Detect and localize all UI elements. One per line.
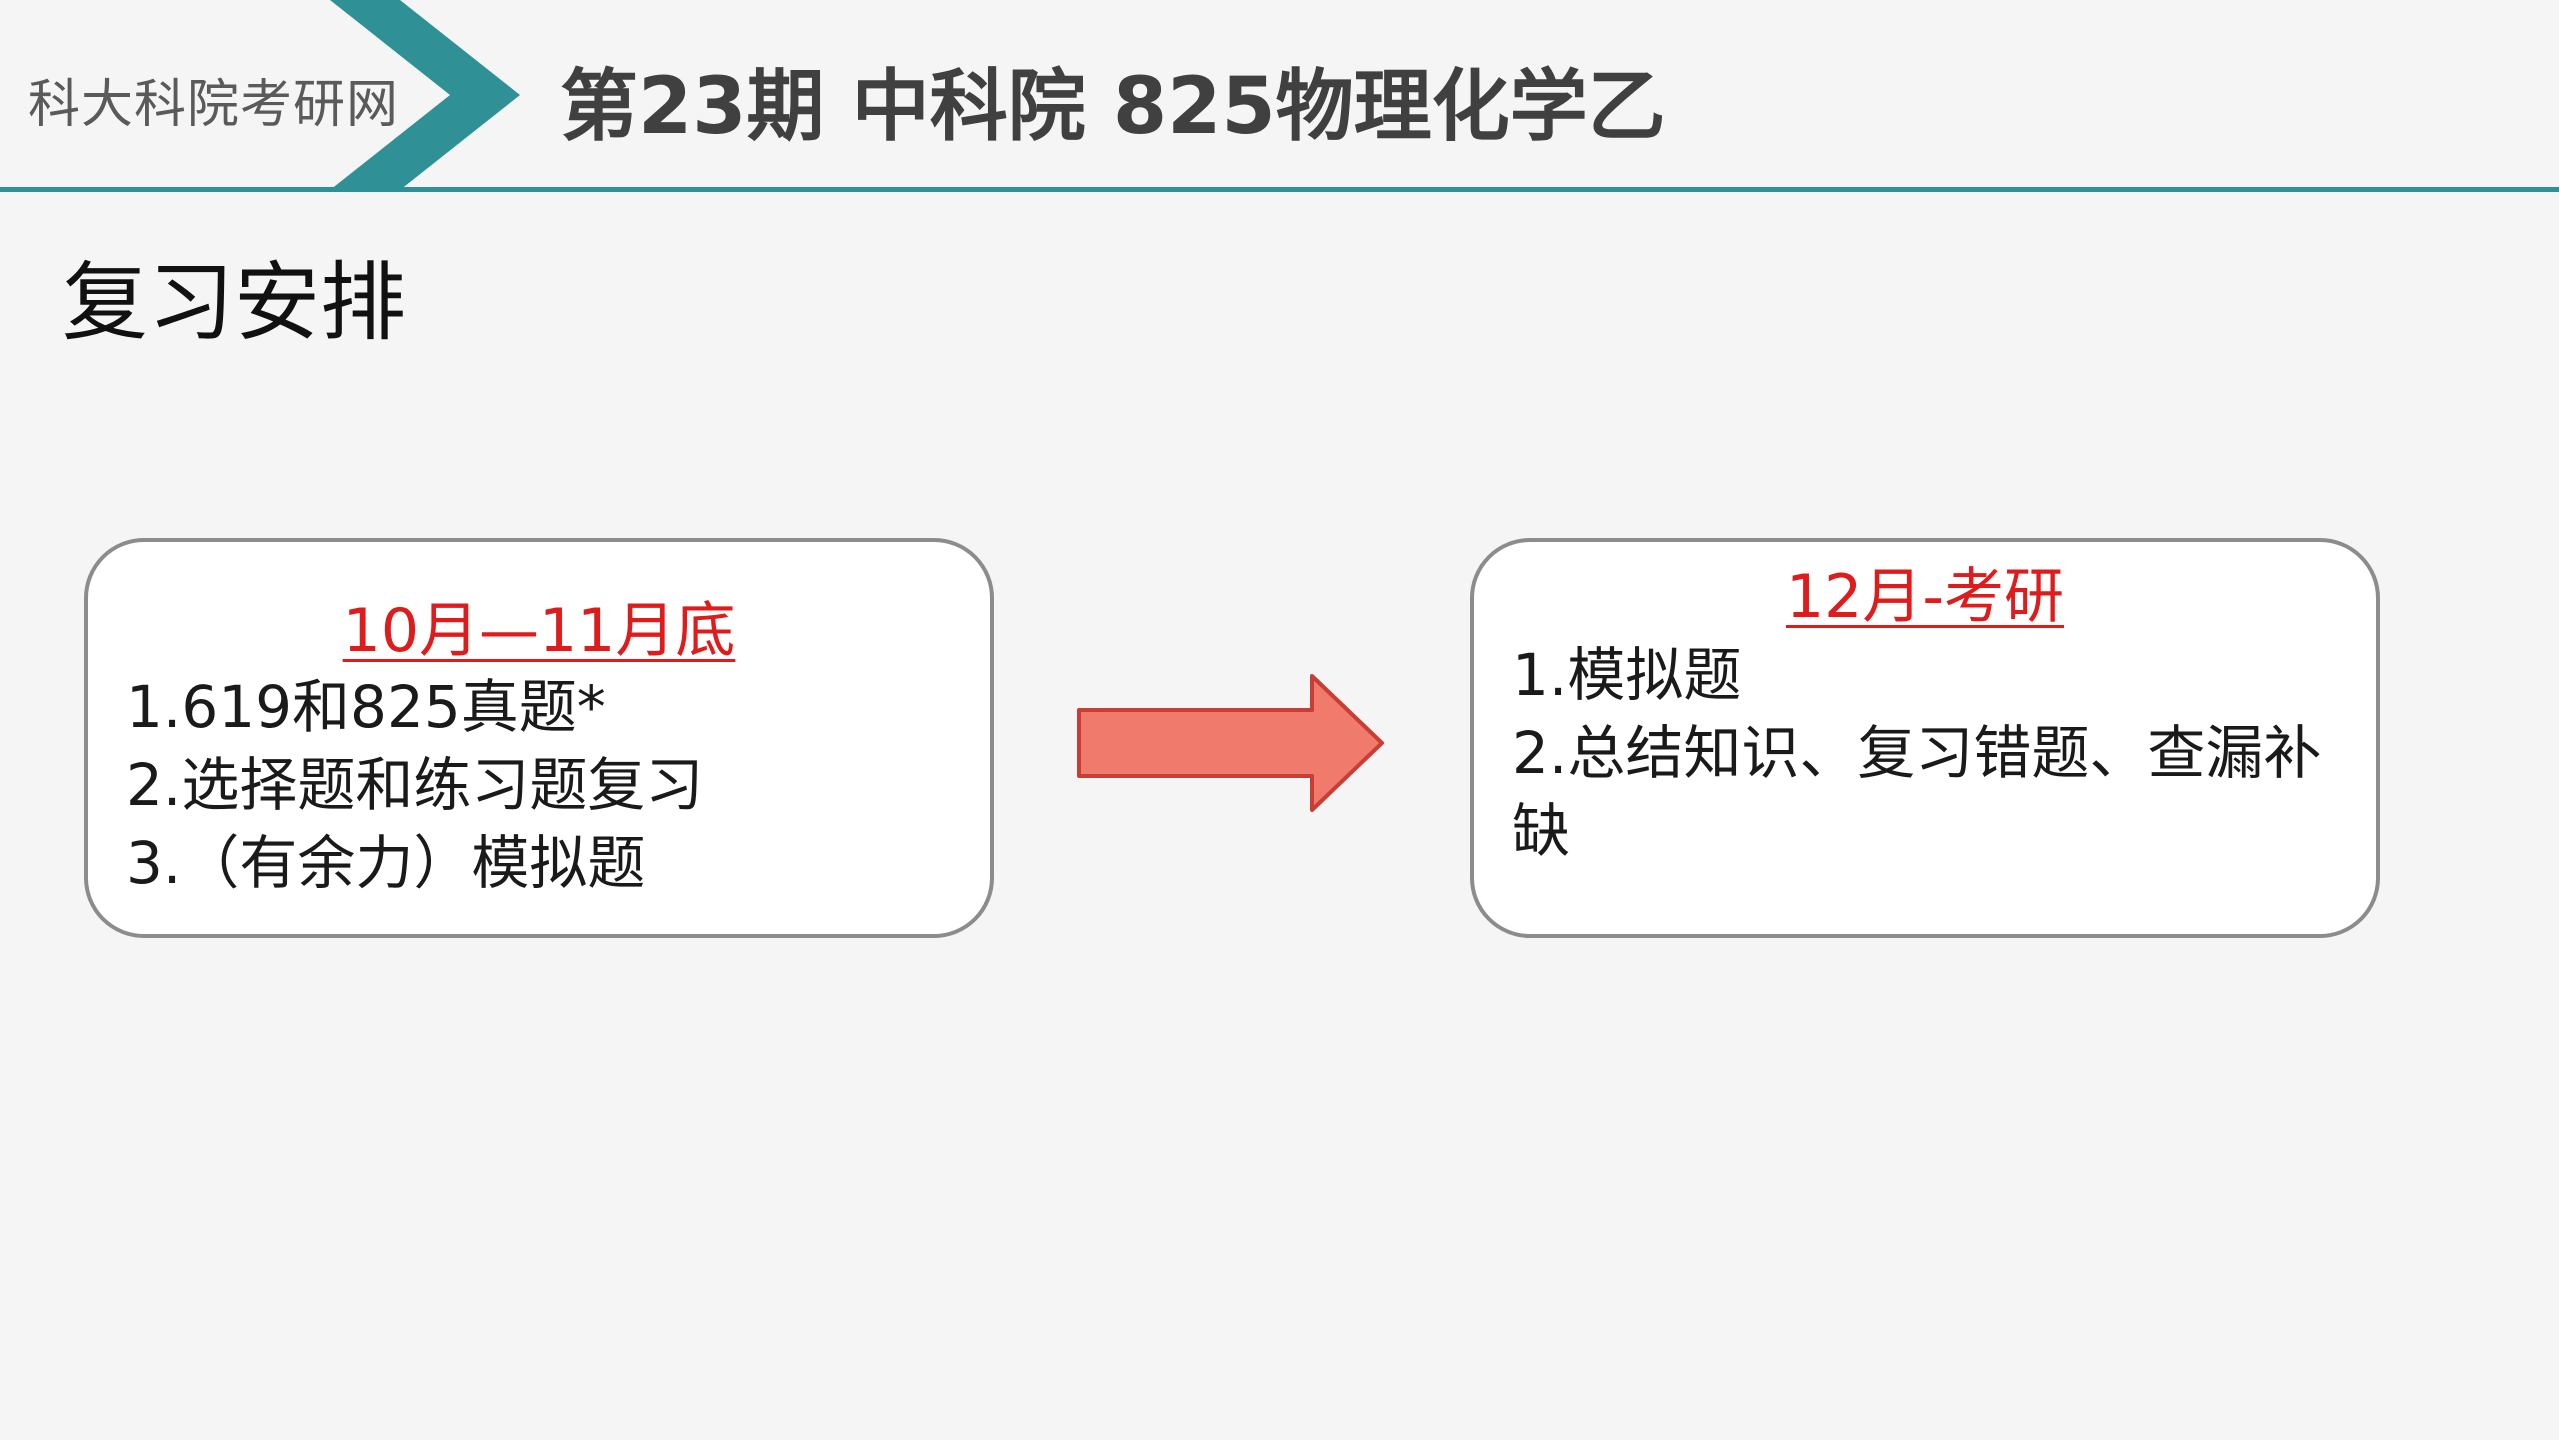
card-item-list: 1.619和825真题* 2.选择题和练习题复习 3.（有余力）模拟题	[126, 668, 966, 902]
card-item: 1.模拟题	[1512, 641, 1742, 709]
section-title: 复习安排	[62, 253, 406, 353]
card-heading: 12月-考研	[1786, 562, 2064, 632]
card-item-list: 1.模拟题 2.总结知识、复习错题、查漏补缺	[1512, 636, 2332, 870]
card-item: 1.619和825真题*	[126, 673, 606, 741]
header-divider	[0, 187, 2559, 192]
schedule-card-december-exam: 12月-考研 1.模拟题 2.总结知识、复习错题、查漏补缺	[1470, 538, 2380, 938]
card-item: 2.总结知识、复习错题、查漏补缺	[1512, 719, 2322, 865]
card-item: 3.（有余力）模拟题	[126, 829, 646, 897]
card-heading: 10月—11月底	[342, 596, 736, 666]
slide-header: 科大科院考研网 第23期 中科院 825物理化学乙	[0, 0, 2559, 192]
card-item: 2.选择题和练习题复习	[126, 751, 704, 819]
right-arrow-icon	[1077, 674, 1384, 812]
slide-title: 第23期 中科院 825物理化学乙	[560, 62, 1666, 152]
brand-text: 科大科院考研网	[28, 75, 400, 135]
schedule-card-october-november: 10月—11月底 1.619和825真题* 2.选择题和练习题复习 3.（有余力…	[84, 538, 994, 938]
chevron-icon	[330, 0, 520, 190]
